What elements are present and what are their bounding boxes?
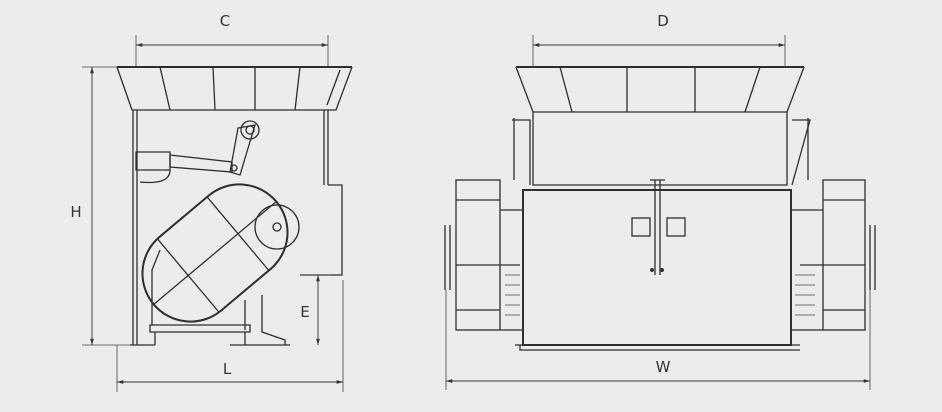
dimension-label-l: L	[222, 360, 232, 378]
right-motor	[791, 179, 876, 331]
side-frame	[130, 110, 329, 346]
side-dimensions	[82, 35, 344, 392]
cutting-chamber	[512, 112, 811, 186]
dimension-label-h: H	[70, 203, 82, 221]
left-motor	[444, 179, 524, 331]
dimension-label-d: D	[657, 12, 669, 30]
dimension-label-w: W	[655, 358, 671, 376]
side-base	[149, 249, 286, 345]
dimension-label-c: C	[219, 12, 231, 30]
front-hopper	[515, 66, 805, 113]
side-view	[82, 35, 353, 392]
side-hopper	[116, 66, 353, 111]
hydraulic-cylinder	[135, 120, 260, 184]
front-dimensions	[445, 35, 871, 390]
dimension-label-e: E	[300, 303, 310, 321]
front-view	[444, 35, 876, 390]
gearbox-housing	[515, 179, 800, 351]
